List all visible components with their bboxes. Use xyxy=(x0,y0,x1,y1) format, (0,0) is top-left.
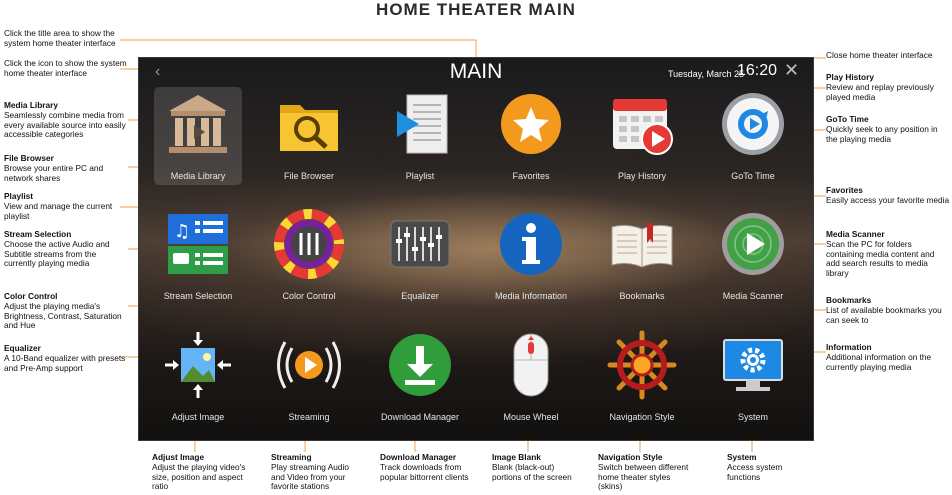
callout-close: Close home theater interface xyxy=(826,50,933,60)
tile-equalizer[interactable]: Equalizer xyxy=(376,207,464,305)
tile-stream-selection[interactable]: ♫ Stream Selection xyxy=(154,207,242,305)
calendar-play-icon xyxy=(613,99,673,155)
screen-title[interactable]: MAIN xyxy=(449,60,503,83)
tile-label: Media Information xyxy=(494,291,568,301)
radar-icon xyxy=(722,213,784,275)
tile-label: Media Library xyxy=(170,171,226,181)
ship-wheel-icon xyxy=(607,330,677,400)
clock-display: 16:20 xyxy=(737,62,778,79)
tile-download-manager[interactable]: Download Manager xyxy=(376,328,464,426)
mouse-icon xyxy=(513,333,549,397)
folder-search-icon xyxy=(280,105,338,151)
tile-label: Stream Selection xyxy=(163,291,233,301)
landscape-background xyxy=(139,58,813,440)
adjust-image-icon xyxy=(165,332,231,398)
tile-bookmarks[interactable]: Bookmarks xyxy=(598,207,686,305)
tile-label: Streaming xyxy=(288,412,330,422)
monitor-gear-icon xyxy=(723,339,783,391)
tile-label: GoTo Time xyxy=(731,171,775,181)
tile-favorites[interactable]: Favorites xyxy=(487,87,575,185)
tile-label: Adjust Image xyxy=(171,412,225,422)
close-icon[interactable]: ✕ xyxy=(784,60,800,80)
playlist-icon xyxy=(397,94,448,154)
download-icon xyxy=(389,334,451,396)
callout-title-area: Click the title area to show the system … xyxy=(4,28,116,48)
color-gear-icon xyxy=(274,209,344,279)
chevron-left-icon[interactable]: ‹ xyxy=(155,63,161,80)
star-icon xyxy=(501,94,561,154)
tile-file-browser[interactable]: File Browser xyxy=(265,87,353,185)
equalizer-icon xyxy=(390,220,450,268)
tile-label: Bookmarks xyxy=(619,291,665,301)
tile-color-control[interactable]: Color Control xyxy=(265,207,353,305)
book-icon xyxy=(611,223,673,268)
tile-label: Navigation Style xyxy=(609,412,675,422)
tile-goto-time[interactable]: GoTo Time xyxy=(709,87,797,185)
home-theater-screen: ‹ MAIN Tuesday, March 25 16:20 ✕ Media L… xyxy=(138,57,814,441)
tile-navigation-style[interactable]: Navigation Style xyxy=(598,328,686,426)
tile-label: Download Manager xyxy=(380,412,460,422)
tile-play-history[interactable]: Play History xyxy=(598,87,686,185)
tile-label: Mouse Wheel xyxy=(503,412,559,422)
tile-label: Equalizer xyxy=(401,291,439,301)
tile-adjust-image[interactable]: Adjust Image xyxy=(154,328,242,426)
tile-label: Play History xyxy=(617,171,666,181)
tile-label: Color Control xyxy=(282,291,336,301)
clock-icon xyxy=(722,93,784,155)
tile-media-library[interactable]: Media Library xyxy=(154,87,242,185)
stream-selection-icon: ♫ xyxy=(168,214,228,274)
top-bar: ‹ MAIN Tuesday, March 25 16:20 ✕ xyxy=(139,58,813,88)
streaming-icon xyxy=(277,341,341,389)
tile-playlist[interactable]: Playlist xyxy=(376,87,464,185)
page-title: HOME THEATER MAIN xyxy=(376,0,576,19)
date-display: Tuesday, March 25 xyxy=(668,69,745,79)
tile-label: System xyxy=(737,412,768,422)
info-icon xyxy=(500,213,562,275)
tile-media-information[interactable]: Media Information xyxy=(487,207,575,305)
callout-icon-area: Click the icon to show the system home t… xyxy=(4,58,127,78)
tile-label: Favorites xyxy=(512,171,550,181)
tile-media-scanner[interactable]: Media Scanner xyxy=(709,207,797,305)
library-icon xyxy=(169,95,227,153)
tile-label: Media Scanner xyxy=(722,291,784,301)
svg-text:♫: ♫ xyxy=(174,221,190,242)
tile-system[interactable]: System xyxy=(709,328,797,426)
tile-mouse-wheel[interactable]: Mouse Wheel xyxy=(487,328,575,426)
tile-label: Playlist xyxy=(405,171,435,181)
tile-label: File Browser xyxy=(283,171,334,181)
tile-streaming[interactable]: Streaming xyxy=(265,328,353,426)
